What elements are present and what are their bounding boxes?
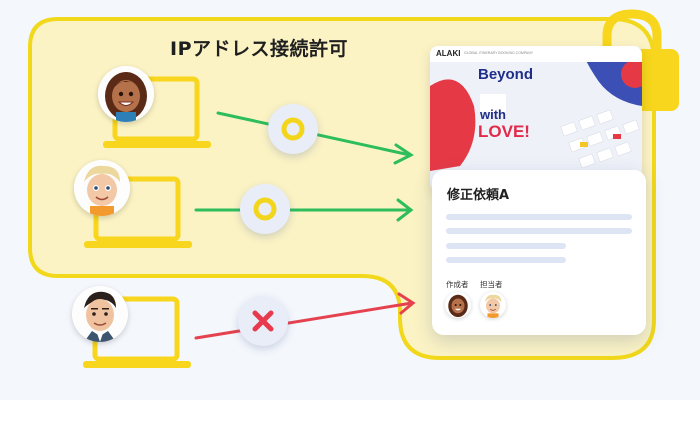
circle-icon xyxy=(268,104,318,154)
assignee-avatar xyxy=(480,292,506,318)
creator-label: 作成者 xyxy=(446,280,469,289)
text-placeholder-line xyxy=(446,214,632,220)
text-placeholder-line xyxy=(446,243,566,249)
avatar-user-woman xyxy=(98,66,154,122)
cross-icon xyxy=(238,296,288,346)
arrow-right-icon xyxy=(194,198,414,222)
avatar-user-boy xyxy=(74,160,130,216)
document-header: ALAKI GLOBAL ITINERARY BOOKING COMPANY xyxy=(430,46,642,62)
request-title: 修正依頼A xyxy=(447,188,510,203)
document-preview: ALAKI GLOBAL ITINERARY BOOKING COMPANY xyxy=(430,46,642,191)
document-logo-subtitle: GLOBAL ITINERARY BOOKING COMPANY xyxy=(464,51,534,55)
document-headline-3: LOVE! xyxy=(478,122,530,141)
arrow-right-icon xyxy=(194,292,416,340)
request-card: 修正依頼A 作成者 担当者 xyxy=(432,170,646,335)
document-headline-2: with xyxy=(480,107,506,122)
page-title: IPアドレス接続許可 xyxy=(170,38,348,60)
document-headline-1: Beyond xyxy=(478,66,534,83)
text-placeholder-line xyxy=(446,228,632,234)
assignee-label: 担当者 xyxy=(480,280,503,289)
document-logo: ALAKI xyxy=(436,49,461,58)
avatar-user-man xyxy=(72,286,128,342)
creator-avatar xyxy=(445,292,471,318)
text-placeholder-line xyxy=(446,257,566,263)
circle-icon xyxy=(240,184,290,234)
